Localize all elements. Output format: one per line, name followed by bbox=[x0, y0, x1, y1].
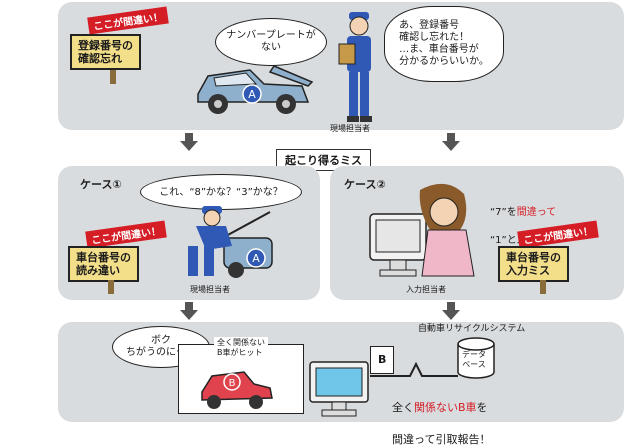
top-car-mark: A bbox=[248, 88, 256, 101]
arrow-mid-right-stem bbox=[447, 302, 455, 310]
case2-operator-illustration bbox=[369, 183, 475, 277]
arrow-mid-left bbox=[180, 310, 198, 320]
result-red: 関係ないB車 bbox=[414, 401, 477, 414]
hit-note: 全く関係ない B車がヒット bbox=[214, 337, 268, 359]
bottom-car-illustration: B bbox=[201, 371, 273, 409]
case2-error-sign: ここが間違い！ 車台番号の 入力ミス bbox=[496, 220, 616, 296]
case1-worker-car-illustration: A bbox=[188, 206, 273, 278]
case2-note-red: 間違って bbox=[516, 207, 557, 218]
case1-error-sign: ここが間違い！ 車台番号の 読み違い bbox=[66, 220, 176, 296]
document-icon: B bbox=[370, 346, 394, 374]
arrow-top-right bbox=[442, 141, 460, 151]
case2-note-line2: “1”と入力 bbox=[490, 235, 537, 246]
error-sign-board: 車台番号の 入力ミス bbox=[498, 246, 569, 282]
top-car-illustration: A bbox=[197, 65, 314, 114]
case1-bubble: これ、“8”かな？“3”かな？ bbox=[140, 174, 302, 210]
result-line2: 間違って引取報告！ bbox=[392, 433, 491, 446]
case1-title: ケース① bbox=[80, 178, 122, 191]
arrow-top-right-stem bbox=[447, 133, 455, 141]
sign-post bbox=[110, 70, 116, 84]
system-label: 自動車リサイクルシステム bbox=[418, 324, 526, 334]
error-sign-board: 登録番号の 確認忘れ bbox=[70, 34, 141, 70]
top-error-sign: ここが間違い！ 登録番号の 確認忘れ bbox=[68, 6, 178, 84]
sign-post bbox=[540, 280, 546, 294]
case2-note-prefix: “7”を bbox=[490, 207, 517, 218]
case2-title: ケース② bbox=[344, 178, 386, 191]
top-worker-caption: 現場担当者 bbox=[330, 124, 370, 133]
case2-note: “7”を間違って “1”と入力 bbox=[490, 192, 556, 248]
result-suffix: を bbox=[476, 401, 488, 414]
database-icon bbox=[457, 337, 495, 379]
case1-caption: 現場担当者 bbox=[190, 285, 230, 294]
connection-line bbox=[370, 361, 458, 377]
top-car-bubble: ナンバープレートが ない bbox=[215, 18, 327, 66]
arrow-mid-left-stem bbox=[185, 302, 193, 310]
arrow-mid-right bbox=[442, 310, 460, 320]
error-sign-board: 車台番号の 読み違い bbox=[68, 246, 139, 282]
arrow-top-left bbox=[180, 141, 198, 151]
result-prefix: 全く bbox=[392, 401, 414, 414]
case2-caption: 入力担当者 bbox=[406, 285, 446, 294]
case1-car-mark: A bbox=[252, 252, 260, 265]
result-text: 全く関係ないB車を 間違って引取報告！ bbox=[392, 384, 490, 448]
possible-mistakes-label: 起こり得るミス bbox=[276, 149, 371, 171]
document-mark: B bbox=[378, 353, 387, 366]
database-label: データ ベース bbox=[462, 350, 486, 369]
top-worker-illustration bbox=[338, 12, 372, 122]
top-worker-bubble: あ、登録番号 確認し忘れた！ …ま、車台番号が 分かるからいいか。 bbox=[384, 6, 504, 82]
bottom-car-mark: B bbox=[229, 378, 236, 389]
arrow-top-left-stem bbox=[185, 133, 193, 141]
sign-post bbox=[108, 280, 114, 294]
bottom-monitor-illustration bbox=[309, 361, 369, 417]
